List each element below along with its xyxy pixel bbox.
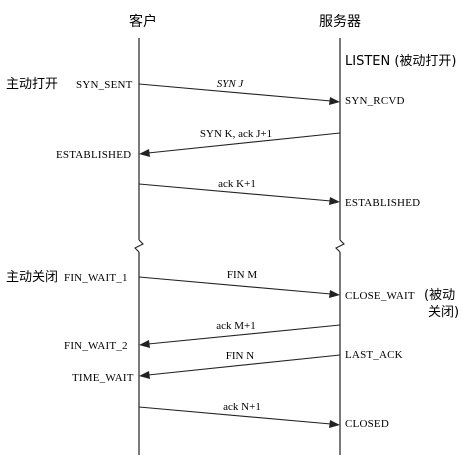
- label-ack-k: ack K+1: [218, 178, 256, 190]
- arrow-ack-n: [138, 406, 332, 425]
- arrowhead-fin-n: [139, 371, 150, 379]
- label-fin-n: FIN N: [226, 350, 254, 362]
- state-client-established: ESTABLISHED: [56, 149, 131, 161]
- arrow-ack-k: [138, 183, 332, 202]
- passive-close-annotation-line1: (被动: [424, 288, 455, 303]
- label-ack-n: ack N+1: [223, 401, 261, 413]
- arrow-syn-j: [138, 83, 332, 102]
- state-closed: CLOSED: [345, 418, 389, 430]
- label-fin-m: FIN M: [227, 269, 257, 281]
- active-close-annotation: 主动关闭: [6, 270, 58, 285]
- label-syn-j: SYN J: [217, 78, 245, 90]
- arrow-ack-m: [147, 324, 341, 345]
- client-lifeline-break: [134, 239, 144, 253]
- state-time-wait: TIME_WAIT: [72, 372, 134, 384]
- state-fin-wait-2: FIN_WAIT_2: [64, 340, 128, 352]
- arrowhead-ack-k: [329, 197, 340, 205]
- server-lifeline-break: [335, 239, 345, 253]
- arrowhead-fin-m: [329, 290, 340, 298]
- arrow-fin-m: [138, 276, 332, 295]
- arrow-syn-k-ack: [147, 132, 341, 154]
- passive-open-annotation: LISTEN (被动打开): [345, 54, 456, 69]
- state-last-ack: LAST_ACK: [345, 349, 403, 361]
- state-syn-rcvd: SYN_RCVD: [345, 95, 405, 107]
- server-header: 服务器: [319, 14, 361, 30]
- arrow-fin-n: [147, 354, 341, 376]
- client-header: 客户: [129, 13, 157, 30]
- arrowhead-ack-m: [139, 340, 150, 348]
- active-open-annotation: 主动打开: [6, 77, 58, 92]
- state-fin-wait-1: FIN_WAIT_1: [64, 272, 128, 284]
- label-syn-k-ack: SYN K, ack J+1: [200, 128, 272, 140]
- label-ack-m: ack M+1: [216, 320, 256, 332]
- state-close-wait: CLOSE_WAIT: [345, 290, 415, 302]
- arrowhead-ack-n: [329, 420, 340, 428]
- state-server-established: ESTABLISHED: [345, 197, 420, 209]
- arrowhead-syn-k-ack: [139, 149, 150, 157]
- arrowhead-syn-j: [329, 97, 340, 105]
- state-syn-sent: SYN_SENT: [76, 79, 133, 91]
- passive-close-annotation-line2: 关闭): [428, 305, 459, 320]
